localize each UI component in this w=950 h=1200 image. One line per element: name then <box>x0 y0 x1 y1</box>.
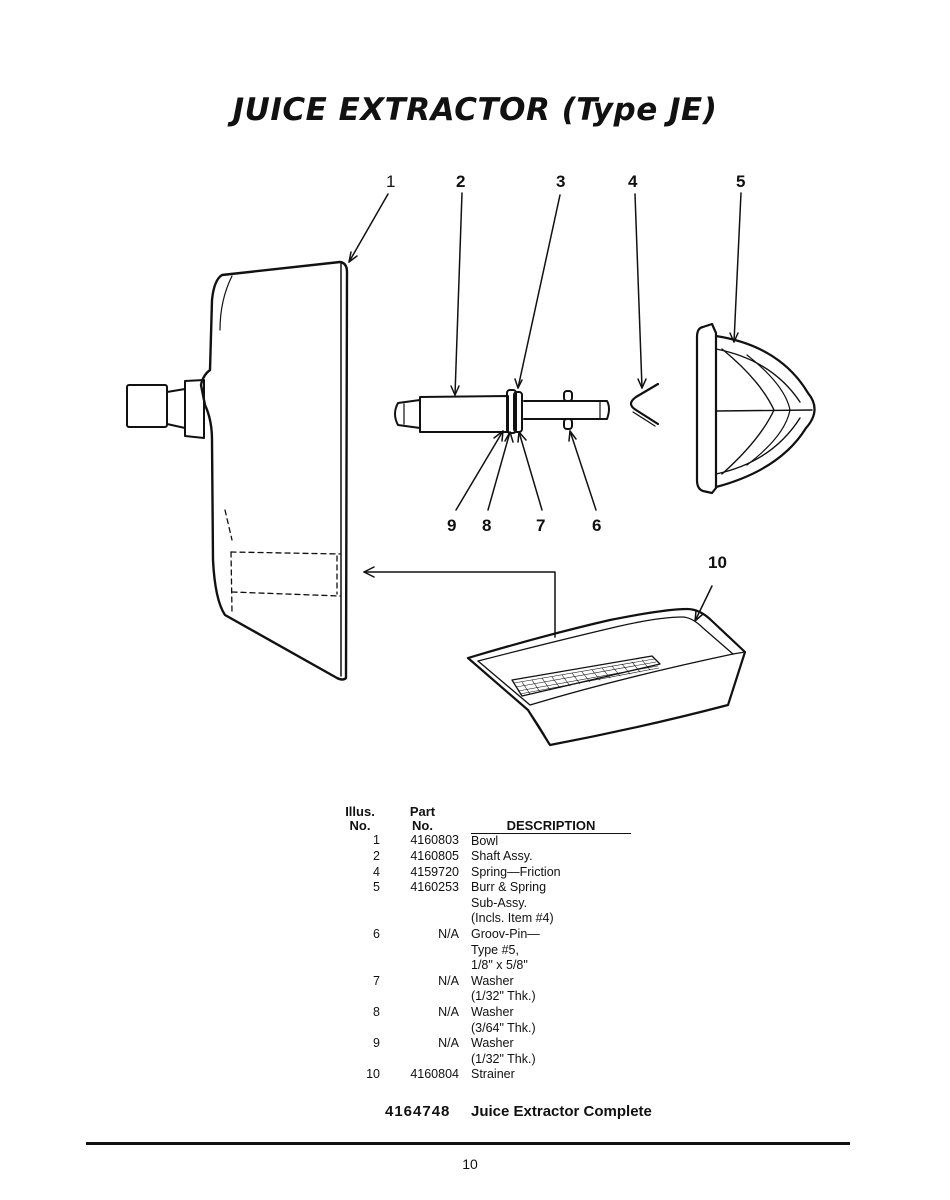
part-description: Washer(1/32" Thk.) <box>471 974 631 1005</box>
part-description: Washer(1/32" Thk.) <box>471 1036 631 1067</box>
description-line: (Incls. Item #4) <box>471 911 554 926</box>
callout-7: 7 <box>536 516 545 535</box>
part-number: 4160805 <box>410 849 459 864</box>
part-number: N/A <box>438 1005 459 1020</box>
illus-number: 2 <box>373 849 380 864</box>
part-description: Spring—Friction <box>471 865 631 881</box>
callout-5: 5 <box>736 172 745 191</box>
page-number: 10 <box>462 1156 478 1172</box>
description-line: Washer <box>471 1036 514 1051</box>
table-row: 7 N/A Washer(1/32" Thk.) <box>340 974 631 1005</box>
description-line: Spring—Friction <box>471 864 561 879</box>
table-row: 4 4159720 Spring—Friction <box>340 865 631 881</box>
description-line: Groov-Pin— <box>471 927 540 942</box>
callout-9: 9 <box>447 516 456 535</box>
illus-number: 10 <box>366 1067 380 1082</box>
description-line: Washer <box>471 1005 514 1020</box>
complete-part-number: 4164748 <box>385 1103 451 1120</box>
callout-10: 10 <box>708 553 727 572</box>
callout-4: 4 <box>628 172 638 191</box>
table-row: 2 4160805 Shaft Assy. <box>340 849 631 865</box>
part-number: N/A <box>438 1036 459 1051</box>
part-number: 4160253 <box>410 880 459 895</box>
leader-lines <box>348 192 742 638</box>
part-description: Strainer <box>471 1067 631 1083</box>
part-number: 4159720 <box>410 864 459 879</box>
part-description: Shaft Assy. <box>471 849 631 865</box>
table-row: 9 N/A Washer(1/32" Thk.) <box>340 1036 631 1067</box>
callout-2: 2 <box>456 172 465 191</box>
table-row: 10 4160804 Strainer <box>340 1067 631 1083</box>
description-line: Burr & Spring <box>471 880 547 895</box>
friction-spring-part <box>629 382 660 427</box>
burr-and-spring-part <box>695 322 816 495</box>
part-number: N/A <box>438 973 459 988</box>
illus-number: 8 <box>373 1005 380 1020</box>
header-illus-no: Illus. No. <box>345 804 375 833</box>
description-line: (1/32" Thk.) <box>471 989 536 1004</box>
illus-number: 1 <box>373 833 380 847</box>
description-line: Sub-Assy. <box>471 895 528 910</box>
parts-list: Illus. No. Part No. DESCRIPTION 1 4160803… <box>340 805 640 1083</box>
description-line: Type #5, <box>471 942 519 957</box>
part-description: Bowl <box>471 833 631 849</box>
bowl-part <box>126 260 349 681</box>
description-line: Bowl <box>471 833 499 848</box>
illus-number: 7 <box>373 973 380 988</box>
description-line: 1/8" x 5/8" <box>471 958 528 973</box>
callout-3: 3 <box>556 172 565 191</box>
description-line: (3/64" Thk.) <box>471 1020 536 1035</box>
description-line: (1/32" Thk.) <box>471 1051 536 1066</box>
description-line: Shaft Assy. <box>471 849 533 864</box>
description-line: Strainer <box>471 1067 515 1082</box>
illus-number: 6 <box>373 927 380 942</box>
complete-part-label: Juice Extractor Complete <box>471 1103 652 1120</box>
table-row: 6 N/A Groov-Pin—Type #5,1/8" x 5/8" <box>340 927 631 974</box>
illus-number: 5 <box>373 880 380 895</box>
table-row: 8 N/A Washer(3/64" Thk.) <box>340 1005 631 1036</box>
strainer-tray-part <box>466 607 747 747</box>
parts-table: Illus. No. Part No. DESCRIPTION 1 4160803… <box>340 805 631 1083</box>
callout-8: 8 <box>482 516 491 535</box>
shaft-assembly-part <box>394 389 610 434</box>
part-number: 4160804 <box>410 1067 459 1082</box>
part-number: N/A <box>438 927 459 942</box>
footer-rule <box>86 1142 850 1145</box>
part-description: Groov-Pin—Type #5,1/8" x 5/8" <box>471 927 631 974</box>
illus-number: 9 <box>373 1036 380 1051</box>
part-number: 4160803 <box>410 833 459 847</box>
part-description: Washer(3/64" Thk.) <box>471 1005 631 1036</box>
strainer-grate <box>513 658 660 695</box>
callout-1: 1 <box>386 172 395 191</box>
parts-table-header: Illus. No. Part No. DESCRIPTION <box>340 804 631 834</box>
header-description: DESCRIPTION <box>471 805 631 834</box>
illus-number: 4 <box>373 864 380 879</box>
description-line: Washer <box>471 973 514 988</box>
header-part-no: Part No. <box>409 804 436 833</box>
page-title: JUICE EXTRACTOR (Type JE) <box>232 92 718 128</box>
exploded-parts-diagram: 1 2 3 4 5 9 8 7 6 10 <box>126 172 816 747</box>
complete-assembly-line: 4164748 Juice Extractor Complete <box>385 1103 652 1120</box>
table-row: 1 4160803 Bowl <box>340 833 631 849</box>
callout-6: 6 <box>592 516 601 535</box>
